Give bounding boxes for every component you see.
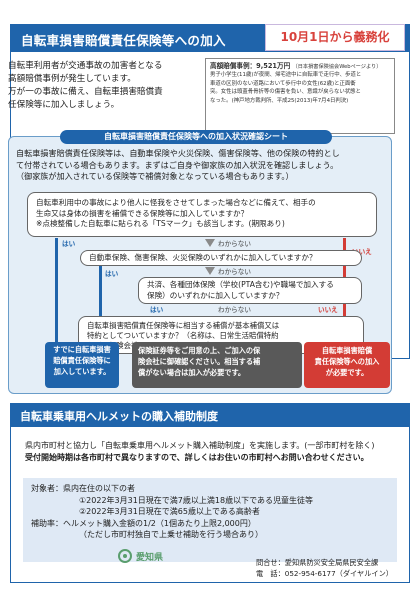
q3-line: 保険）のいずれかに加入していますか？	[147, 290, 284, 300]
helmet-section-description: 県内市町村と協力し「自転車乗車用ヘルメット購入補助制度」を実施します。(一部市町…	[25, 440, 400, 463]
q3-yes-label: はい	[150, 306, 164, 314]
sheet-desc-line: 自転車損害賠償責任保険等は、自動車保険や火災保険、傷害保険等、他の保険の特約とし	[16, 148, 340, 158]
case-line: 突。女性は頭蓋骨骨折等の傷害を負い、意識が戻らない状態と	[210, 89, 361, 96]
q4-line: 特約としてついていますか？（名称は、日常生活賠償特約	[87, 331, 279, 341]
sheet-desc-line: て付帯されている場合もあります。まずはご自身や御家族の加入状況を確認しましょう。	[16, 159, 339, 170]
question-3-box: 共済、各種団体保険（学校(PTA含む)や職場で加入する 保険）のいずれかに加入し…	[138, 277, 362, 304]
criteria-target: 対象者：県内在住の以下の者	[31, 484, 135, 493]
aichi-logo-text: 愛知県	[136, 552, 164, 563]
intro-line: 高額賠償事例が発生しています。	[8, 74, 136, 84]
contact-dept: 問合せ：愛知県防災安全局県民安全課	[256, 558, 379, 567]
intro-line: 万が一の事故に備え、自転車損害賠償責	[8, 87, 163, 97]
check-sheet-description: 自転車損害賠償責任保険等は、自動車保険や火災保険、傷害保険等、他の保険の特約とし…	[16, 148, 386, 183]
q1-unknown-label: わからない	[218, 240, 251, 248]
sheet-desc-line: （御家族が加入されている保険等で補償対象となっている場合もあります。）	[16, 171, 294, 181]
no-flow-line	[343, 238, 346, 372]
q2-unknown-arrow-icon	[205, 267, 215, 275]
criteria-item: ①2022年3月31日現在で満7歳以上満18歳以下である児童生徒等	[79, 495, 313, 505]
criteria-rate: 補助率：ヘルメット購入金額の1/2（1個あたり上限2,000円）	[31, 518, 256, 528]
mandatory-date-badge: 10月1日から義務化	[265, 24, 405, 51]
criteria-note: （ただし市町村独自で上乗せ補助を行う場合あり）	[79, 530, 263, 539]
insurance-section-title: 自転車損害賠償責任保険等への加入	[21, 33, 226, 48]
intro-line: 自転車利用者が交通事故の加害者となる	[8, 61, 163, 71]
contact-phone: 電 話：052-954-6177（ダイヤルイン）	[256, 568, 393, 578]
yes-flow-line	[55, 238, 58, 372]
helmet-criteria-box: 対象者：県内在住の以下の者 ①2022年3月31日現在で満7歳以上満18歳以下で…	[23, 478, 397, 562]
q1-no-label: いいえ	[352, 248, 372, 256]
helmet-desc-line: 県内市町村と協力し「自転車乗車用ヘルメット購入補助制度」を実施します。(一部市町…	[25, 441, 375, 450]
helmet-section	[10, 427, 410, 583]
intro-line: 任保険等に加入しましょう。	[8, 100, 120, 110]
q2-yes-label: はい	[105, 270, 119, 278]
q1-line: ※点検整備した自転車に貼られる「TSマーク」も該当します。(期限あり)	[36, 219, 285, 228]
insurance-intro: 自転車利用者が交通事故の加害者となる 高額賠償事例が発生しています。 万が一の事…	[8, 60, 198, 112]
q1-unknown-arrow-icon	[205, 239, 215, 247]
q2-unknown-label: わからない	[218, 268, 251, 276]
q1-line: 自転車利用中の事故により他人に怪我をさせてしまった場合などに備えて、相手の	[36, 198, 316, 207]
q3-no-label: いいえ	[318, 306, 338, 314]
case-line: なった。(神戸地方裁判所、平成25(2013)年7月4日判決)	[210, 97, 349, 104]
q4-line: 自転車損害賠償責任保険等に相当する補償が基本補償又は	[87, 321, 280, 330]
aichi-logo: 愛知県	[118, 549, 163, 563]
case-amount-source: （日本損害保険協会Webページより）	[292, 64, 382, 70]
check-sheet-title: 自転車損害賠償責任保険等への加入状況確認シート	[60, 130, 332, 144]
result-contact-insurer: 保険証券等をご用意の上、ご加入の保 険会社に御確認ください。相当する補 償がない…	[132, 342, 302, 388]
question-2-box: 自動車保険、傷害保険、火災保険のいずれかに加入していますか？	[80, 250, 362, 266]
result-join-required: 自転車損害賠償 責任保険等への加入 が必要です。	[304, 342, 390, 388]
case-line: 車道の区別のない道路において歩行中の女性(62歳)と正面衝	[210, 80, 356, 87]
case-amount: 高額賠償事例：9,521万円 （日本損害保険協会Webページより）	[210, 62, 382, 70]
q3-unknown-label: わからない	[218, 306, 251, 314]
q3-line: 共済、各種団体保険（学校(PTA含む)や職場で加入する	[147, 280, 334, 289]
helmet-section-title: 自転車乗車用ヘルメットの購入補助制度	[20, 410, 218, 423]
q1-yes-label: はい	[62, 240, 76, 248]
q2-yes-line	[99, 266, 102, 316]
result-already-joined: すでに自転車損害 賠償責任保険等に 加入しています。	[45, 342, 119, 388]
contact-info: 問合せ：愛知県防災安全局県民安全課 電 話：052-954-6177（ダイヤルイ…	[256, 558, 393, 579]
q1-line: 生命又は身体の損害を補償できる保険等に加入していますか？	[36, 208, 249, 218]
case-line: 男子小学生(11歳)が夜間、帰宅途中に自転車で走行中、歩道と	[210, 72, 362, 79]
helmet-desc-line: 受付開始時期は各市町村で異なりますので、詳しくはお住いの市町村へお問い合わせくだ…	[25, 452, 369, 462]
criteria-item: ②2022年3月31日現在で満65歳以上である高齢者	[79, 507, 260, 516]
q2-text: 自動車保険、傷害保険、火災保険のいずれかに加入していますか？	[89, 253, 317, 262]
question-1-box: 自転車利用中の事故により他人に怪我をさせてしまった場合などに備えて、相手の 生命…	[27, 192, 377, 237]
helmet-section-header: 自転車乗車用ヘルメットの購入補助制度	[10, 403, 410, 427]
aichi-emblem-icon	[118, 549, 132, 563]
high-compensation-case-box: 高額賠償事例：9,521万円 （日本損害保険協会Webページより） 男子小学生(…	[205, 58, 395, 134]
